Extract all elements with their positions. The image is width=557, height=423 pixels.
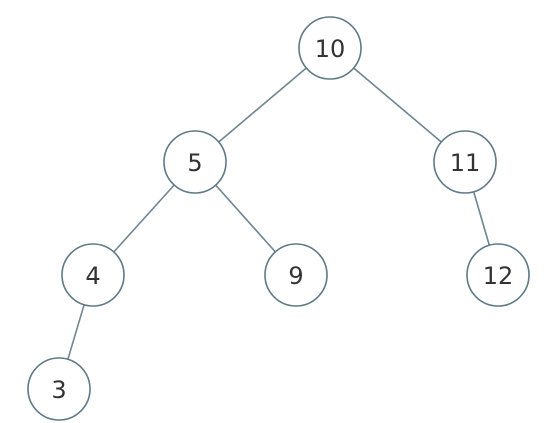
edge-n5-n9 — [215, 184, 276, 253]
tree-node-5: 5 — [163, 130, 227, 194]
node-circle — [298, 16, 362, 80]
node-label: 10 — [315, 35, 346, 63]
node-circle — [61, 243, 125, 307]
node-label: 4 — [85, 262, 100, 290]
tree-edges — [67, 67, 491, 360]
tree-node-12: 12 — [466, 243, 530, 307]
tree-node-11: 11 — [433, 130, 497, 194]
node-circle — [27, 357, 91, 421]
edge-n5-n4 — [113, 184, 175, 253]
edge-n4-n3 — [67, 304, 85, 360]
tree-node-4: 4 — [61, 243, 125, 307]
edge-n10-n5 — [218, 67, 307, 143]
edge-n11-n12 — [472, 191, 491, 246]
node-label: 9 — [288, 262, 303, 290]
node-circle — [264, 243, 328, 307]
node-label: 5 — [187, 149, 202, 177]
tree-node-3: 3 — [27, 357, 91, 421]
watermark — [518, 413, 521, 423]
node-circle — [163, 130, 227, 194]
node-label: 11 — [450, 149, 481, 177]
tree-node-9: 9 — [264, 243, 328, 307]
node-label: 3 — [51, 376, 66, 404]
node-label: 12 — [483, 262, 514, 290]
tree-node-10: 10 — [298, 16, 362, 80]
tree-nodes: 10 5 11 4 9 12 3 — [27, 16, 530, 421]
edge-n10-n11 — [353, 67, 442, 143]
node-circle — [433, 130, 497, 194]
node-circle — [466, 243, 530, 307]
